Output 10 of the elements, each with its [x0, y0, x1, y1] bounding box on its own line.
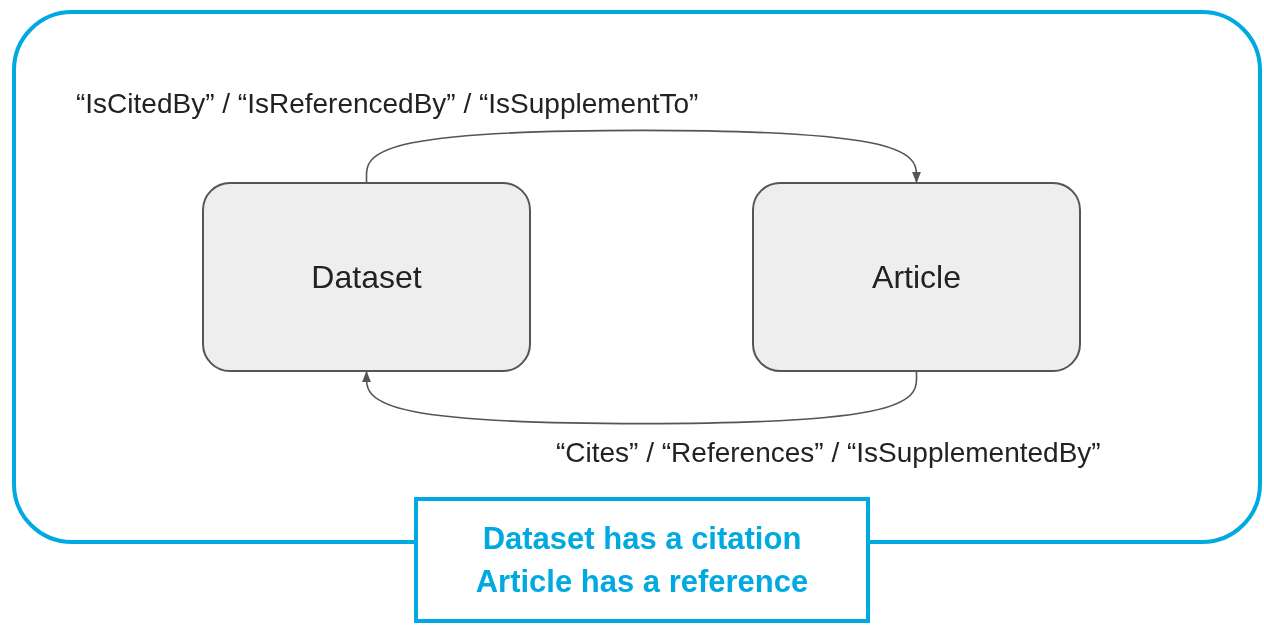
- entity-label: Article: [872, 258, 961, 296]
- summary-text: Dataset has a citation Article has a reference: [474, 519, 810, 601]
- curved-arrow: [365, 129, 921, 184]
- edge-label: “Cites” / “References” / “IsSupplementedBy”: [556, 437, 1101, 469]
- curved-arrow: [362, 370, 918, 425]
- summary-box: [414, 497, 870, 623]
- entity-label: Dataset: [311, 258, 422, 296]
- edge-label: “IsCitedBy” / “IsReferencedBy” / “IsSupplementTo”: [76, 88, 699, 120]
- entity-box: [752, 182, 1081, 372]
- entity-box: [202, 182, 531, 372]
